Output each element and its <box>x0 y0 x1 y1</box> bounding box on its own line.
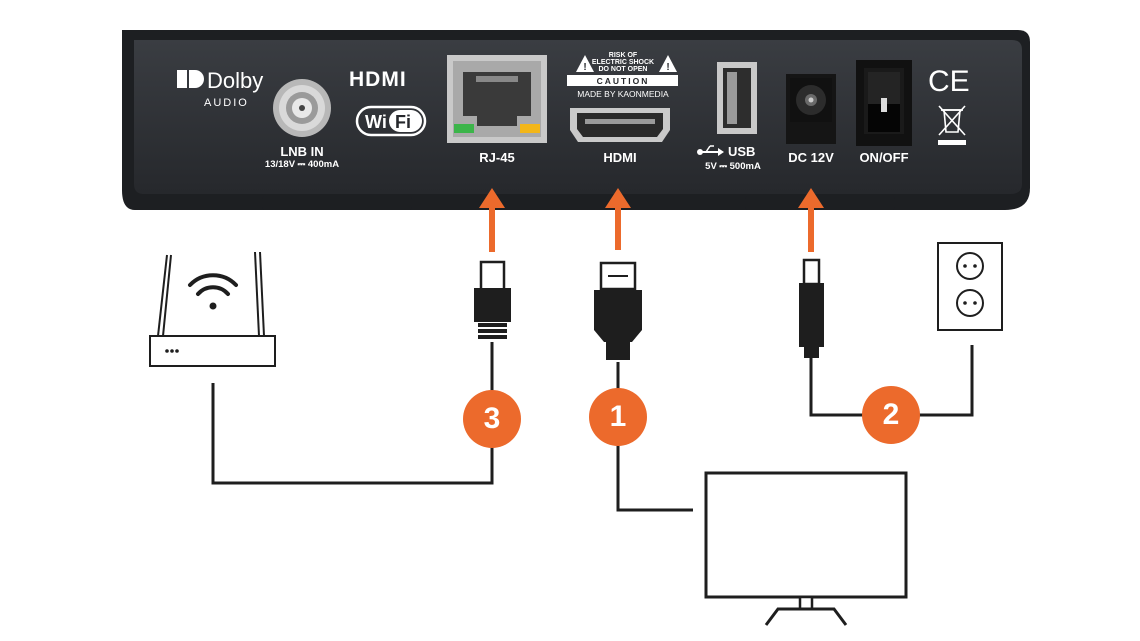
usb-port[interactable] <box>717 62 757 134</box>
wifi-icon <box>188 273 238 310</box>
hdmi-logo-text: HDMI <box>349 68 407 91</box>
wifi-logo-a: Wi <box>365 112 387 132</box>
dolby-name: Dolby <box>207 68 263 93</box>
dc-12v-label: DC 12V <box>788 150 834 165</box>
step-badge-3: 3 <box>463 390 521 448</box>
power-switch[interactable] <box>856 60 912 146</box>
hdmi-port-label: HDMI <box>603 150 637 165</box>
arrow-dc <box>798 188 824 252</box>
hdmi-plug-icon <box>594 261 642 360</box>
dolby-sub: AUDIO <box>204 97 249 109</box>
dolby-logo: Dolby AUDIO <box>177 68 263 109</box>
lnb-spec-label: 13/18V ⎓ 400mA <box>264 159 340 170</box>
arrow-hdmi <box>605 188 631 250</box>
rj45-port[interactable] <box>447 55 547 143</box>
arrow-rj45 <box>479 188 505 252</box>
step-badge-2: 2 <box>862 386 920 444</box>
rj45-label: RJ-45 <box>479 150 515 165</box>
lnb-in-port[interactable] <box>273 79 331 137</box>
warning-line2: ELECTRIC SHOCK <box>592 59 654 66</box>
tv-icon <box>704 471 908 626</box>
dc-plug-icon <box>799 258 824 358</box>
ce-text: CE <box>928 65 970 98</box>
dc-12v-port[interactable] <box>786 74 836 144</box>
wall-outlet-icon <box>937 242 1003 331</box>
on-off-label: ON/OFF <box>859 150 909 165</box>
router-icon <box>149 251 276 367</box>
warning-label: ! ! RISK OF ELECTRIC SHOCK DO NOT OPEN C… <box>567 52 678 99</box>
warning-caution: CAUTION <box>597 76 650 86</box>
svg-text:!: ! <box>666 62 669 73</box>
usb-label: USB <box>728 144 756 159</box>
hdmi-port[interactable] <box>570 108 670 142</box>
warning-maker: MADE BY KAONMEDIA <box>577 89 669 99</box>
hdmi-logo: HDMI <box>349 68 407 91</box>
ethernet-plug-icon <box>474 260 511 339</box>
warning-line3: DO NOT OPEN <box>598 66 647 73</box>
usb-spec-label: 5V ⎓ 500mA <box>705 161 761 172</box>
svg-text:!: ! <box>583 62 586 73</box>
lnb-in-label: LNB IN <box>280 144 324 159</box>
wifi-logo: Wi Fi <box>355 105 427 137</box>
usb-icon <box>697 145 724 156</box>
wifi-logo-b: Fi <box>395 112 411 132</box>
warning-line1: RISK OF <box>609 52 638 59</box>
weee-bin-icon <box>938 105 966 145</box>
step-badge-1: 1 <box>589 388 647 446</box>
ce-mark: CE <box>928 65 970 98</box>
